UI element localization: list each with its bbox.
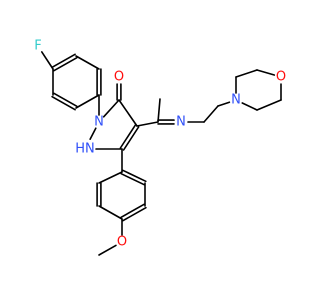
bond bbox=[40, 51, 54, 70]
bond bbox=[98, 171, 123, 184]
bond bbox=[157, 98, 161, 123]
bond bbox=[136, 121, 159, 127]
carbonyl-oxygen-atom: O bbox=[114, 70, 124, 85]
bond bbox=[98, 244, 117, 256]
bond bbox=[203, 105, 219, 123]
bond bbox=[120, 203, 145, 219]
bond bbox=[118, 99, 138, 127]
morpholine-oxygen-atom: O bbox=[276, 70, 286, 85]
bond bbox=[53, 92, 78, 108]
bond bbox=[51, 95, 76, 111]
fluorine-atom: F bbox=[34, 39, 41, 54]
bond bbox=[122, 126, 140, 151]
bond bbox=[120, 172, 145, 186]
bond bbox=[217, 101, 231, 107]
bond bbox=[119, 124, 137, 149]
atom-labels: F N HN O N N O O bbox=[34, 39, 286, 250]
bond bbox=[53, 56, 78, 72]
bonds bbox=[40, 51, 282, 256]
bond bbox=[235, 69, 258, 78]
bond bbox=[256, 99, 282, 111]
bond bbox=[122, 169, 147, 183]
pyrazole-nh-atom: HN bbox=[75, 142, 95, 157]
morpholine-nitrogen-atom: N bbox=[231, 93, 241, 108]
structure-diagram: F N HN O N N O O bbox=[34, 39, 286, 256]
bond bbox=[241, 102, 258, 111]
bond bbox=[256, 69, 276, 76]
bond bbox=[98, 205, 123, 220]
bond bbox=[122, 206, 147, 222]
pyrazole-nitrogen-atom: N bbox=[94, 115, 104, 130]
molecule-canvas: F N HN O N N O O bbox=[34, 38, 287, 256]
bond bbox=[89, 127, 97, 140]
bond bbox=[75, 55, 100, 70]
methoxy-oxygen-atom: O bbox=[117, 235, 127, 250]
imine-nitrogen-atom: N bbox=[176, 115, 186, 130]
bond bbox=[102, 99, 120, 118]
bond bbox=[51, 53, 76, 69]
bond bbox=[75, 94, 100, 109]
